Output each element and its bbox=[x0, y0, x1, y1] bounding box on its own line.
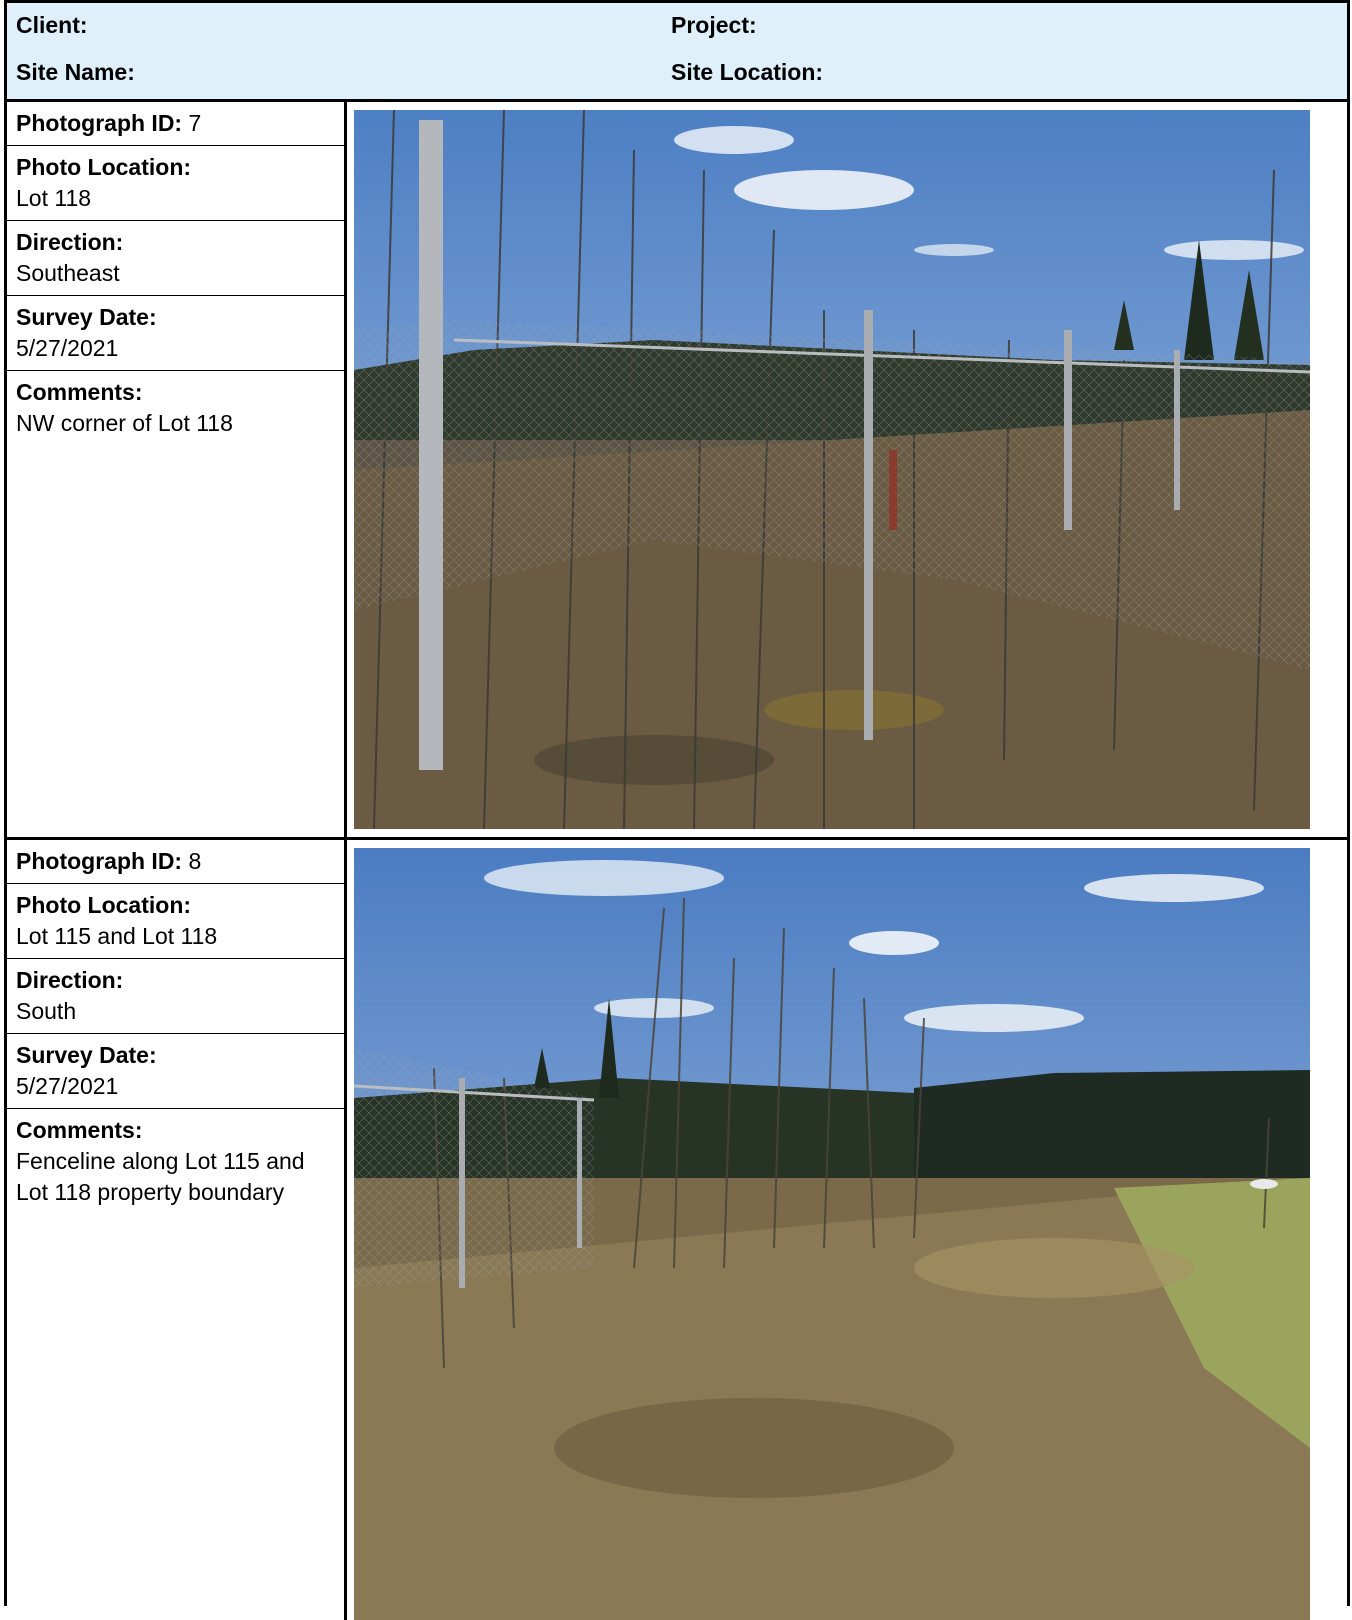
photo-location-value: Lot 115 and Lot 118 bbox=[16, 923, 218, 949]
photo-location-field: Photo Location: Lot 115 and Lot 118 bbox=[7, 884, 344, 959]
comments-value: NW corner of Lot 118 bbox=[16, 410, 233, 436]
photo-details-7: Photograph ID: 7 Photo Location: Lot 118… bbox=[7, 102, 347, 837]
site-location-label: Site Location: bbox=[671, 59, 824, 85]
direction-value: Southeast bbox=[16, 260, 120, 286]
photo-id-label: Photograph ID: bbox=[16, 848, 183, 874]
site-info-header: Client: Project: Site Name: Site Locatio… bbox=[7, 3, 1347, 102]
photo-log-page: Client: Project: Site Name: Site Locatio… bbox=[4, 0, 1350, 1620]
photo-details-8: Photograph ID: 8 Photo Location: Lot 115… bbox=[7, 840, 347, 1620]
comments-label: Comments: bbox=[16, 379, 143, 405]
survey-date-field: Survey Date: 5/27/2021 bbox=[7, 1034, 344, 1109]
site-name-label: Site Name: bbox=[16, 59, 135, 85]
survey-date-label: Survey Date: bbox=[16, 1042, 157, 1068]
photo-location-field: Photo Location: Lot 118 bbox=[7, 146, 344, 221]
survey-date-value: 5/27/2021 bbox=[16, 1073, 119, 1099]
direction-field: Direction: South bbox=[7, 959, 344, 1034]
photo-id-value: 7 bbox=[188, 110, 202, 136]
direction-label: Direction: bbox=[16, 967, 124, 993]
site-photo-7 bbox=[354, 110, 1310, 829]
comments-field: Comments: Fenceline along Lot 115 and Lo… bbox=[7, 1109, 344, 1214]
survey-date-field: Survey Date: 5/27/2021 bbox=[7, 296, 344, 371]
comments-value: Fenceline along Lot 115 and Lot 118 prop… bbox=[16, 1148, 305, 1205]
photo-section-8: Photograph ID: 8 Photo Location: Lot 115… bbox=[7, 840, 1347, 1620]
survey-date-label: Survey Date: bbox=[16, 304, 157, 330]
direction-label: Direction: bbox=[16, 229, 124, 255]
photo-id-field: Photograph ID: 7 bbox=[7, 102, 344, 146]
survey-date-value: 5/27/2021 bbox=[16, 335, 119, 361]
comments-field: Comments: NW corner of Lot 118 bbox=[7, 371, 344, 445]
direction-value: South bbox=[16, 998, 77, 1024]
photo-id-field: Photograph ID: 8 bbox=[7, 840, 344, 884]
client-label: Client: bbox=[16, 12, 88, 38]
site-photo-8 bbox=[354, 848, 1310, 1620]
photo-location-label: Photo Location: bbox=[16, 154, 192, 180]
fenceline-boundary-photo bbox=[354, 848, 1310, 1620]
fence-corner-photo bbox=[354, 110, 1310, 829]
photo-section-7: Photograph ID: 7 Photo Location: Lot 118… bbox=[7, 102, 1347, 840]
photo-id-label: Photograph ID: bbox=[16, 110, 183, 136]
comments-label: Comments: bbox=[16, 1117, 143, 1143]
photo-location-label: Photo Location: bbox=[16, 892, 192, 918]
photo-id-value: 8 bbox=[188, 848, 202, 874]
direction-field: Direction: Southeast bbox=[7, 221, 344, 296]
photo-location-value: Lot 118 bbox=[16, 185, 92, 211]
project-label: Project: bbox=[671, 12, 757, 38]
